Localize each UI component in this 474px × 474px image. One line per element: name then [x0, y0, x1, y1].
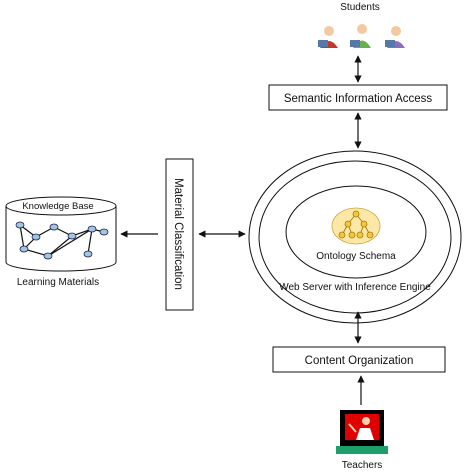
semantic-access-box	[268, 84, 448, 111]
teacher-icon	[336, 410, 388, 454]
material-classification-label: Material Classification	[172, 178, 184, 290]
teachers-label: Teachers	[342, 460, 383, 471]
students-label: Students	[340, 2, 379, 13]
content-organization-label: Content Organization	[305, 355, 414, 367]
learning-materials-label: Learning Materials	[17, 277, 99, 288]
content-organization-box	[272, 346, 446, 373]
students-icon	[318, 24, 405, 48]
ontology-tree-icon	[331, 207, 381, 245]
knowledge-base-title: Knowledge Base	[22, 201, 93, 212]
knowledge-graph-icon	[15, 221, 109, 260]
ontology-label: Ontology Schema	[316, 251, 396, 262]
material-classification-box	[165, 158, 194, 311]
semantic-access-label: Semantic Information Access	[284, 93, 433, 105]
webserver-label: Web Server with Inference Engine	[279, 282, 431, 293]
